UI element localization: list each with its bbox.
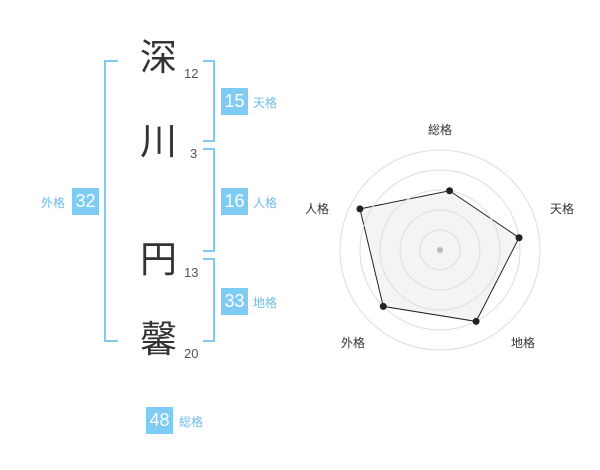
radar-grid-ring-1 <box>419 229 461 271</box>
radar-point-0 <box>446 187 454 195</box>
radar-point-1 <box>515 234 523 242</box>
chikaku-value: 33 <box>221 288 248 315</box>
chikaku-label: 地格 <box>253 296 278 310</box>
radar-label-soukaku: 総格 <box>428 123 453 137</box>
stroke-count-1: 12 <box>184 66 199 81</box>
radar-grid-ring-3 <box>379 189 501 311</box>
soukaku-value: 48 <box>146 407 173 434</box>
name-char-2: 川 <box>140 120 177 163</box>
jinkaku-value: 16 <box>221 188 248 215</box>
radar-point-3 <box>379 302 387 310</box>
name-char-4: 馨 <box>140 318 177 361</box>
stroke-count-4: 20 <box>184 346 199 361</box>
name-char-3: 円 <box>140 238 177 281</box>
radar-label-gaikaku: 外格 <box>341 336 366 350</box>
radar-label-jinkaku: 人格 <box>305 202 330 216</box>
soukaku-label: 総格 <box>179 415 204 429</box>
tenkaku-value: 15 <box>221 88 248 115</box>
tenkaku-bracket <box>203 60 215 142</box>
radar-point-4 <box>356 205 364 213</box>
stroke-count-2: 3 <box>190 146 198 161</box>
radar-polygon <box>359 190 520 322</box>
chikaku-bracket <box>203 258 215 342</box>
jinkaku-label: 人格 <box>253 196 278 210</box>
radar-grid-ring-4 <box>359 169 521 331</box>
stroke-count-3: 13 <box>184 265 199 280</box>
radar-label-chikaku: 地格 <box>511 336 536 350</box>
radar-center-dot <box>437 247 443 253</box>
gaikaku-label: 外格 <box>41 196 66 210</box>
radar-point-2 <box>472 317 480 325</box>
radar-label-tenkaku: 天格 <box>550 202 575 216</box>
name-char-1: 深 <box>140 36 177 79</box>
jinkaku-bracket <box>203 148 215 252</box>
outer-bracket <box>104 60 118 342</box>
tenkaku-label: 天格 <box>253 96 278 110</box>
gaikaku-value: 32 <box>72 188 99 215</box>
radar-grid-ring-2 <box>399 209 481 291</box>
